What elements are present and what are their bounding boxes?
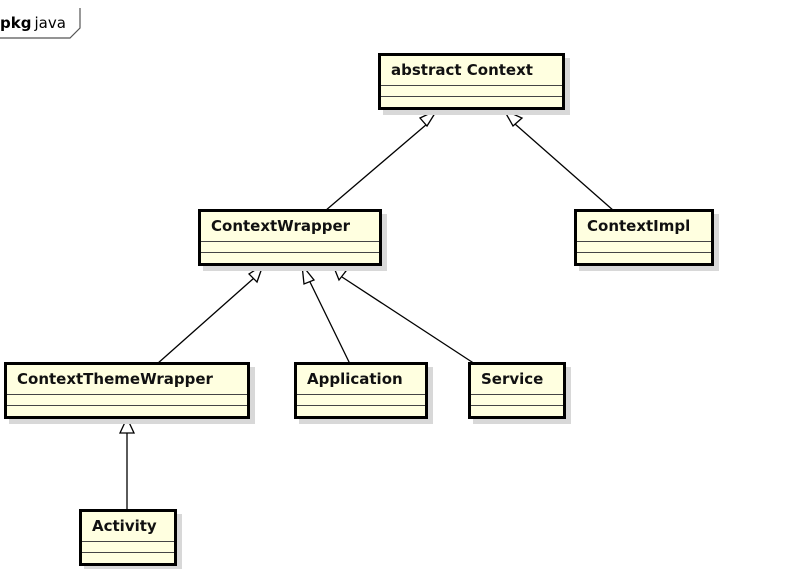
class-name: abstract Context xyxy=(381,56,562,86)
package-label: pkg java xyxy=(0,8,66,38)
package-keyword: pkg xyxy=(0,14,32,32)
class-name: ContextThemeWrapper xyxy=(7,365,247,395)
relation-service-to-contextwrapper xyxy=(331,263,476,365)
class-operations-compartment xyxy=(577,253,711,263)
relation-application-to-contextwrapper xyxy=(301,262,351,365)
class-attributes-compartment xyxy=(577,242,711,253)
class-operations-compartment xyxy=(297,406,425,416)
class-attributes-compartment xyxy=(82,542,174,553)
class-operations-compartment xyxy=(7,406,247,416)
relation-activity-to-contextthemewrapper xyxy=(118,416,136,511)
class-name: Service xyxy=(471,365,563,395)
class-name: Application xyxy=(297,365,425,395)
class-context-impl: ContextImpl xyxy=(574,209,714,266)
package-name: java xyxy=(34,14,66,32)
class-operations-compartment xyxy=(82,553,174,563)
class-name: ContextWrapper xyxy=(201,212,379,242)
class-context: abstract Context xyxy=(378,53,565,110)
class-application: Application xyxy=(294,362,428,419)
class-attributes-compartment xyxy=(471,395,563,406)
class-activity: Activity xyxy=(79,509,177,566)
class-name: ContextImpl xyxy=(577,212,711,242)
class-context-theme-wrapper: ContextThemeWrapper xyxy=(4,362,250,419)
class-context-wrapper: ContextWrapper xyxy=(198,209,382,266)
class-operations-compartment xyxy=(471,406,563,416)
class-attributes-compartment xyxy=(297,395,425,406)
class-name: Activity xyxy=(82,512,174,542)
relation-contextimpl-to-context xyxy=(502,108,615,212)
class-service: Service xyxy=(468,362,566,419)
class-operations-compartment xyxy=(201,253,379,263)
relation-contextwrapper-to-context xyxy=(324,108,439,212)
class-attributes-compartment xyxy=(201,242,379,253)
class-attributes-compartment xyxy=(7,395,247,406)
relation-contextthemewrapper-to-contextwrapper xyxy=(156,263,265,365)
class-operations-compartment xyxy=(381,97,562,107)
class-attributes-compartment xyxy=(381,86,562,97)
package-frame-tab xyxy=(0,8,81,39)
